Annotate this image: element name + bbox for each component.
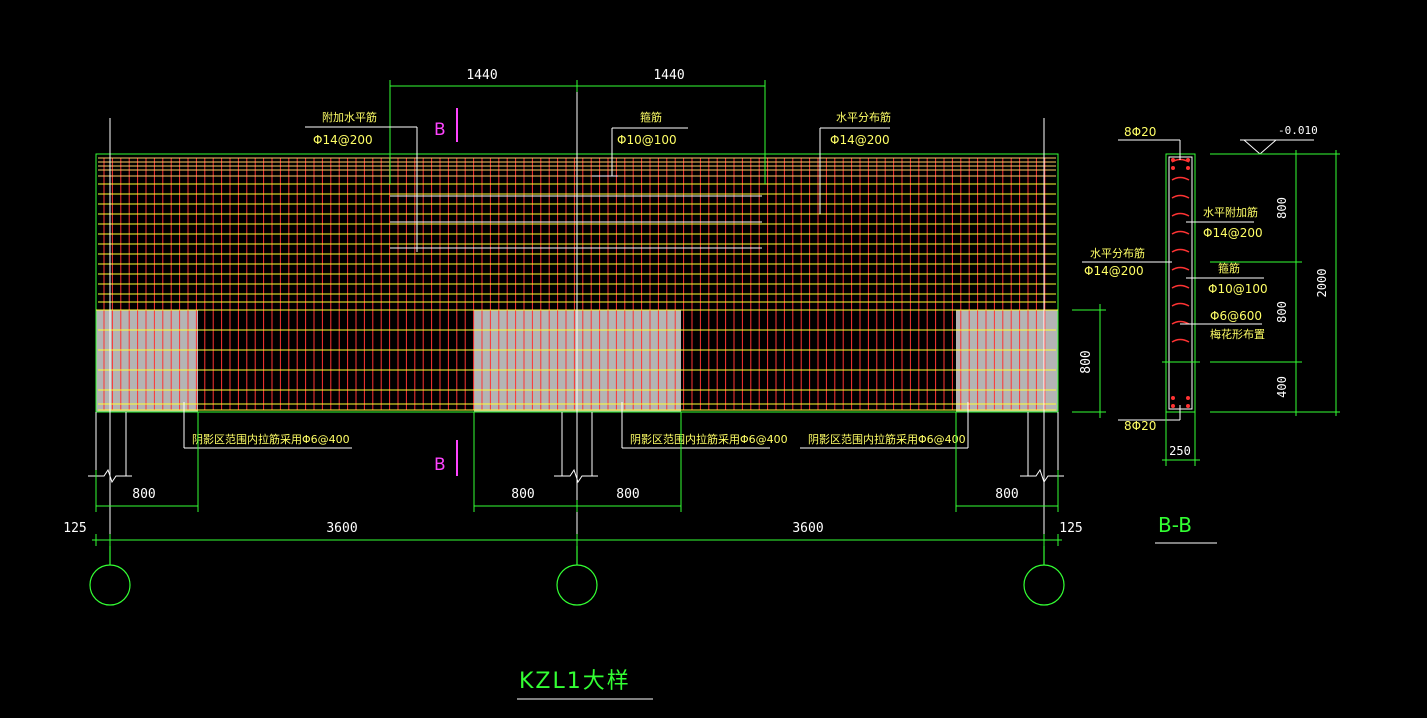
section-stirrup-spec: Φ10@100 [1208, 282, 1268, 296]
svg-text:Φ14@200: Φ14@200 [830, 133, 890, 147]
col-width-2: 800 [511, 487, 534, 502]
height-dim [1072, 304, 1106, 418]
section-height-3: 400 [1275, 376, 1289, 398]
section-width: 250 [1169, 444, 1191, 458]
section-main-bar [1171, 396, 1175, 400]
section-main-bar [1171, 158, 1175, 162]
section-main-bar [1186, 166, 1190, 170]
span-dim-left: 3600 [326, 521, 357, 536]
section-bb: 8Φ20 8Φ20 -0.010 水平附加筋 Φ14@200 水平分布筋 Φ14… [1082, 124, 1340, 544]
section-stirrup-mark [1171, 248, 1190, 253]
svg-text:阴影区范围内拉筋采用Φ6@400: 阴影区范围内拉筋采用Φ6@400 [192, 432, 350, 446]
section-top-bars: 8Φ20 [1124, 125, 1156, 139]
label-stirrup: 箍筋 Φ10@100 [592, 110, 688, 177]
col-width-4: 800 [995, 487, 1018, 502]
shaded-zone-left [96, 310, 198, 412]
section-stirrup-mark [1171, 230, 1190, 235]
section-horizontal-dist-spec: Φ14@200 [1084, 264, 1144, 278]
additional-bars [390, 195, 762, 249]
section-horizontal-dist: 水平分布筋 [1090, 246, 1145, 260]
span-dims [92, 534, 1062, 546]
section-stirrup-mark [1171, 284, 1190, 289]
svg-text:水平分布筋: 水平分布筋 [836, 110, 891, 124]
section-main-bar [1171, 166, 1175, 170]
section-height-1: 800 [1275, 197, 1289, 219]
section-stirrup-mark [1171, 194, 1190, 199]
svg-text:Φ14@200: Φ14@200 [313, 133, 373, 147]
span-dim-right: 3600 [792, 521, 823, 536]
svg-text:B: B [434, 455, 446, 475]
section-stirrup-mark [1171, 266, 1190, 271]
column-width-dims [95, 412, 1059, 512]
svg-text:阴影区范围内拉筋采用Φ6@400: 阴影区范围内拉筋采用Φ6@400 [808, 432, 966, 446]
section-tie-layout: 梅花形布置 [1210, 327, 1265, 341]
section-extra-horizontal-spec: Φ14@200 [1203, 226, 1263, 240]
section-stirrup-mark [1171, 176, 1190, 181]
axis-bubbles [89, 546, 1065, 606]
axis-lines [109, 118, 1045, 545]
top-dim-left: 1440 [466, 68, 497, 83]
section-extra-horizontal: 水平附加筋 [1203, 205, 1258, 219]
section-main-bar [1171, 404, 1175, 408]
section-main-bar [1186, 404, 1190, 408]
section-stirrup-mark [1171, 302, 1190, 307]
drawing-title: KZL1大样 [519, 669, 631, 694]
height-dim-text: 800 [1079, 350, 1094, 373]
section-mark-top: B [434, 108, 458, 142]
section-stirrup: 箍筋 [1218, 261, 1240, 275]
label-shaded-tie-1: 阴影区范围内拉筋采用Φ6@400 [183, 402, 352, 449]
label-extra-horizontal: 附加水平筋 Φ14@200 [305, 110, 418, 252]
section-main-bar [1186, 158, 1190, 162]
section-outline [1165, 153, 1196, 413]
col-width-1: 800 [132, 487, 155, 502]
section-bars [1171, 158, 1190, 408]
top-dim-right: 1440 [653, 68, 684, 83]
section-height-2: 800 [1275, 301, 1289, 323]
section-stirrup-mark [1171, 212, 1190, 217]
svg-text:-0.010: -0.010 [1278, 124, 1318, 137]
top-dimension [389, 80, 766, 184]
svg-text:阴影区范围内拉筋采用Φ6@400: 阴影区范围内拉筋采用Φ6@400 [630, 432, 788, 446]
svg-text:Φ10@100: Φ10@100 [617, 133, 677, 147]
svg-text:箍筋: 箍筋 [640, 110, 662, 124]
section-tie-spec: Φ6@600 [1210, 309, 1262, 323]
shaded-zone-right [956, 310, 1058, 412]
section-stirrup-mark [1171, 320, 1190, 325]
column-stubs [88, 412, 1064, 484]
section-main-bar [1186, 396, 1190, 400]
elevation-marker: -0.010 [1210, 124, 1340, 155]
label-horizontal-dist: 水平分布筋 Φ14@200 [819, 110, 891, 214]
edge-dim-right: 125 [1059, 521, 1082, 536]
section-bottom-bars: 8Φ20 [1124, 419, 1156, 433]
svg-text:B: B [434, 120, 446, 140]
section-stirrup-mark [1171, 338, 1190, 343]
label-shaded-tie-3: 阴影区范围内拉筋采用Φ6@400 [800, 402, 969, 449]
label-shaded-tie-2: 阴影区范围内拉筋采用Φ6@400 [621, 402, 788, 449]
edge-dim-left: 125 [63, 521, 86, 536]
section-total-height: 2000 [1315, 269, 1329, 298]
col-width-3: 800 [616, 487, 639, 502]
section-mark-bottom: B [434, 440, 458, 476]
svg-text:附加水平筋: 附加水平筋 [322, 110, 377, 124]
section-title: B-B [1158, 513, 1192, 537]
